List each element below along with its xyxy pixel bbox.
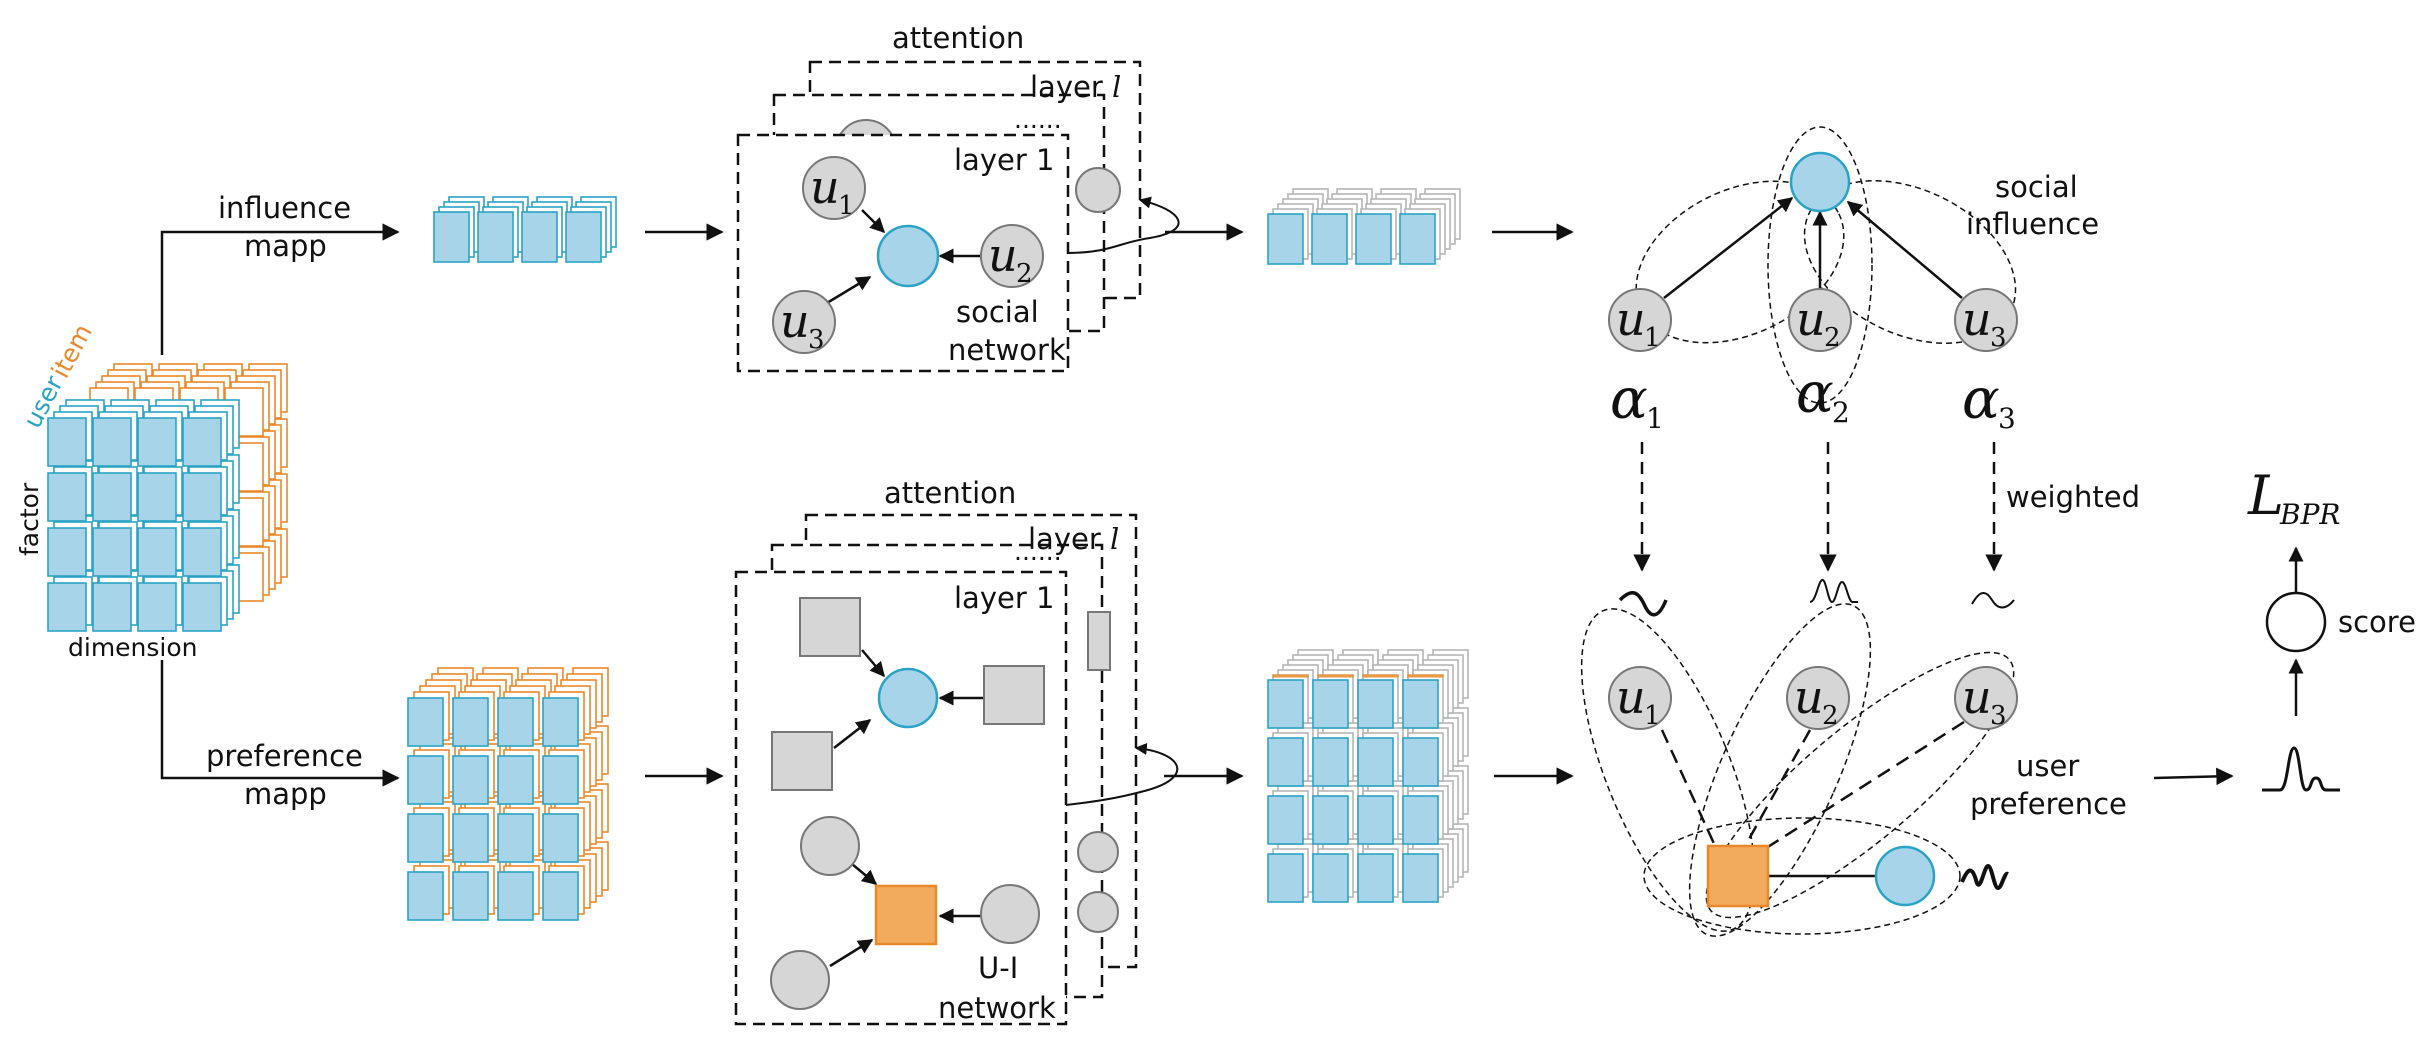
influence-mapp-label-1: influence: [218, 191, 351, 225]
svg-text:3: 3: [1990, 701, 2007, 731]
score-label: score: [2338, 605, 2416, 639]
dots-label-top: ......: [1014, 105, 1062, 134]
preference-user-node-target: [1874, 845, 1936, 907]
user-preference-panel: u 1 u 2 u 3 user preference: [1580, 603, 2127, 937]
attention-label-top: attention: [892, 21, 1024, 55]
social-influence-label-2: influence: [1966, 207, 2099, 241]
svg-text:1: 1: [838, 191, 855, 221]
ui-user-node-1: [800, 816, 860, 876]
influence-mapp-label-2: mapp: [244, 229, 327, 263]
layer-l-label-bottom: layer l: [1028, 522, 1119, 556]
ui-item-node-1: [799, 597, 861, 657]
alpha-weight-3: α 3: [1962, 367, 2016, 435]
layer-1-label-top: layer 1: [954, 143, 1054, 177]
user-preference-label-2: preference: [1970, 787, 2127, 821]
dots-label-bottom: ......: [1014, 537, 1062, 566]
svg-text:BPR: BPR: [2279, 498, 2341, 531]
preference-mapp-label-1: preference: [206, 739, 363, 773]
svg-text:α: α: [1610, 367, 1648, 432]
svg-text:L: L: [2247, 464, 2284, 527]
bpr-loss-label: L BPR: [2247, 464, 2341, 531]
svg-text:2: 2: [1016, 259, 1033, 289]
influence-user-node-u3: u 3: [1954, 288, 2018, 353]
preference-user-node-u2: u 2: [1786, 666, 1850, 731]
svg-text:3: 3: [1998, 402, 2016, 435]
weight-signal-1: [1618, 591, 1668, 617]
preference-mapp-label-2: mapp: [244, 777, 327, 811]
weight-signal-3: [1971, 592, 2015, 609]
alpha-weight-2: α 2: [1796, 361, 1850, 429]
svg-text:2: 2: [1832, 396, 1850, 429]
svg-text:u: u: [780, 294, 810, 348]
user-item-embedding-stack: user item factor dimension: [15, 319, 288, 662]
social-influence-panel: u 1 u 2 u 3 social influence α 1 α 2 α 3: [1608, 126, 2140, 617]
svg-text:u: u: [1962, 292, 1992, 346]
svg-text:α: α: [1962, 367, 2000, 432]
item-label: item: [46, 319, 98, 382]
influence-user-node-u2: u 2: [1788, 288, 1852, 353]
influence-embedding-stack: [433, 196, 617, 263]
ui-output-embedding-stack: [1267, 649, 1469, 903]
ui-attention-stack: attention layer l ...... layer 1 U-I net…: [734, 476, 1179, 1026]
attention-label-bottom: attention: [884, 476, 1016, 510]
factor-label: factor: [15, 482, 44, 556]
svg-text:u: u: [1616, 292, 1646, 346]
ui-user-node-3: [770, 950, 830, 1010]
preference-user-node-u1: u 1: [1608, 666, 1672, 731]
svg-text:u: u: [1796, 292, 1826, 346]
branch-connectors: influence mapp preference mapp: [160, 191, 400, 811]
output-block: score L BPR: [2153, 464, 2416, 792]
dimension-label: dimension: [68, 633, 198, 662]
social-attention-stack: attention layer l ...... layer 1 u 1 u 2…: [736, 21, 1180, 373]
preference-signal: [1960, 863, 2009, 891]
preference-item-node: [1706, 844, 1770, 908]
svg-text:u: u: [1794, 670, 1824, 724]
ui-item-node-3: [771, 731, 833, 791]
svg-text:3: 3: [1990, 323, 2007, 353]
svg-text:1: 1: [1644, 701, 1661, 731]
preference-embedding-stack: [407, 667, 609, 921]
svg-text:1: 1: [1646, 402, 1664, 435]
svg-text:2: 2: [1822, 701, 1839, 731]
svg-text:u: u: [1962, 670, 1992, 724]
ui-user-node-2: [980, 884, 1040, 944]
user-embedding-layers: [47, 399, 240, 632]
social-user-node-u2: u 2: [980, 224, 1044, 289]
ui-target-item-node: [874, 884, 938, 946]
social-network-label-2: network: [948, 333, 1066, 367]
svg-text:2: 2: [1824, 323, 1841, 353]
ui-network-label-2: network: [938, 991, 1056, 1025]
influence-user-node-u1: u 1: [1608, 288, 1672, 353]
preference-user-node-u3: u 3: [1954, 666, 2018, 731]
svg-text:u: u: [810, 160, 840, 214]
social-influence-label-1: social: [1995, 170, 2078, 204]
svg-text:u: u: [1616, 670, 1646, 724]
layer-l-label-top: layer l: [1030, 70, 1121, 104]
svg-text:u: u: [988, 228, 1018, 282]
weighted-label: weighted: [2006, 480, 2140, 514]
svg-text:1: 1: [1644, 323, 1661, 353]
social-network-label-1: social: [956, 295, 1039, 329]
layer-1-label-bottom: layer 1: [954, 581, 1054, 615]
influence-target-user-node: [1789, 151, 1851, 213]
alpha-weight-1: α 1: [1610, 367, 1664, 435]
svg-text:α: α: [1796, 361, 1834, 426]
ui-network-label-1: U-I: [978, 951, 1018, 985]
output-signal: [2262, 746, 2340, 792]
weight-signal-2: [1809, 578, 1858, 604]
social-user-node-u3: u 3: [772, 290, 836, 355]
ui-target-user-node: [877, 667, 939, 729]
svg-text:3: 3: [808, 325, 825, 355]
target-user-node-top: [876, 224, 940, 288]
social-output-embedding-stack: [1267, 188, 1461, 265]
score-node: [2265, 591, 2327, 653]
ui-item-node-2: [983, 665, 1045, 725]
user-preference-label-1: user: [2016, 749, 2079, 783]
social-user-node-u1: u 1: [802, 156, 866, 221]
